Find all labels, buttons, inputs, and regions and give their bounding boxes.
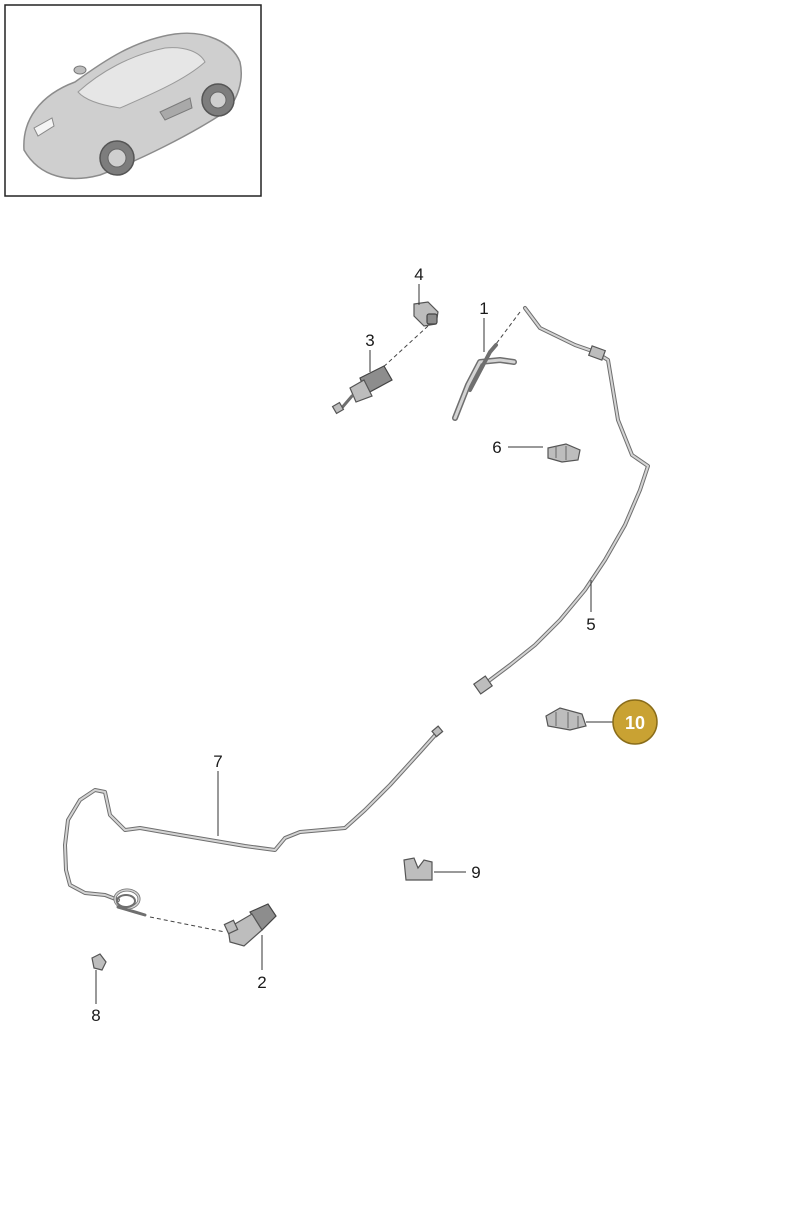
part-2-slave-cylinder[interactable]: [223, 903, 277, 947]
callout-10-badge: [612, 699, 658, 745]
callout-9[interactable]: 9: [471, 863, 480, 882]
callout-8[interactable]: 8: [91, 1006, 100, 1025]
part-7-clutch-line[interactable]: [63, 725, 444, 917]
callout-6[interactable]: 6: [492, 438, 501, 457]
part-5-clutch-line[interactable]: [472, 306, 650, 695]
callout-5[interactable]: 5: [586, 615, 595, 634]
callout-10: 10: [625, 713, 645, 733]
callout-10-highlighted[interactable]: 10: [612, 699, 658, 745]
part-6-clip[interactable]: [547, 443, 581, 463]
part-8-clip[interactable]: [91, 953, 107, 971]
callout-4[interactable]: 4: [414, 265, 423, 284]
callout-7[interactable]: 7: [213, 752, 222, 771]
part-3-master-cylinder[interactable]: [331, 365, 393, 415]
callout-1[interactable]: 1: [479, 299, 488, 318]
part-9-bracket[interactable]: [403, 857, 433, 881]
vehicle-thumbnail[interactable]: [4, 4, 262, 197]
callout-2[interactable]: 2: [257, 973, 266, 992]
callout-3[interactable]: 3: [365, 331, 374, 350]
part-10-clip[interactable]: [545, 707, 587, 731]
part-4-connector[interactable]: [413, 301, 439, 327]
car-thumbnail-icon: [23, 32, 242, 180]
part-1-hose[interactable]: [452, 343, 517, 421]
